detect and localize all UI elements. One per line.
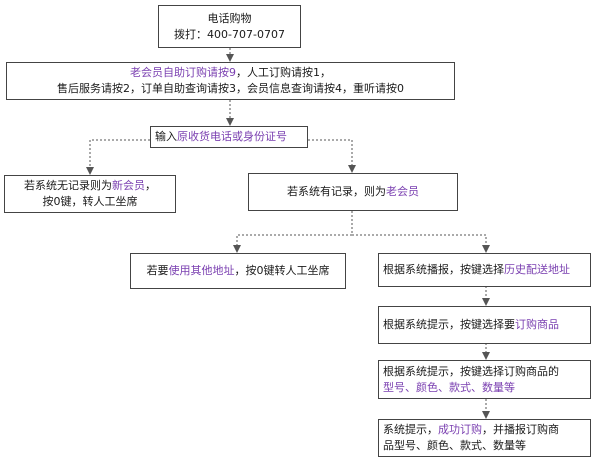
connector-input-to-has-record: [308, 139, 356, 173]
node-no-record: 若系统无记录则为新会员， 按0键，转人工坐席: [4, 175, 176, 213]
node-choose-goods: 根据系统提示，按键选择要订购商品: [378, 306, 591, 344]
connector-to-other-address: [233, 234, 352, 253]
history-address-accent: 历史配送地址: [504, 263, 570, 276]
history-address-line: 根据系统播报，按键选择历史配送地址: [383, 262, 586, 278]
menu-manual-option: ，人工订购请按1，: [236, 66, 331, 79]
connector-input-to-no-record: [86, 139, 150, 175]
node-history-address: 根据系统播报，按键选择历史配送地址: [378, 253, 591, 287]
other-address-line: 若要使用其他地址，按0键转人工坐席: [135, 263, 341, 279]
input-prefix: 输入: [155, 130, 177, 143]
choose-goods-prefix: 根据系统提示，按键选择要: [383, 318, 515, 331]
new-member-label: 新会员: [112, 179, 145, 192]
confirm-line-1: 系统提示，成功订购，并播报订购商: [383, 422, 586, 438]
node-menu: 老会员自助订购请按9，人工订购请按1， 售后服务请按2，订单自助查询请按3，会员…: [6, 62, 455, 100]
other-address-accent: 使用其他地址: [168, 264, 235, 277]
no-record-line-1: 若系统无记录则为新会员，: [9, 178, 171, 194]
confirm-line-2: 品型号、颜色、款式、数量等: [383, 439, 526, 452]
input-accent: 原收货电话或身份证号: [177, 130, 287, 143]
no-record-line-2: 按0键，转人工坐席: [42, 195, 138, 208]
old-member-label: 老会员: [386, 185, 419, 198]
connector-to-history-address: [352, 234, 490, 253]
node-choose-spec: 根据系统提示，按键选择订购商品的 型号、颜色、款式、数量等: [378, 360, 591, 399]
menu-line-2: 售后服务请按2，订单自助查询请按3，会员信息查询请按4，重听请按0: [57, 82, 404, 95]
choose-goods-accent: 订购商品: [515, 318, 559, 331]
choose-spec-line-1: 根据系统提示，按键选择订购商品的: [383, 364, 559, 378]
confirm-prefix: 系统提示，: [383, 423, 438, 436]
node-input: 输入原收货电话或身份证号: [150, 126, 308, 148]
input-line: 输入原收货电话或身份证号: [155, 129, 303, 145]
has-record-prefix: 若系统有记录，则为: [287, 185, 386, 198]
node-other-address: 若要使用其他地址，按0键转人工坐席: [130, 253, 346, 289]
choose-goods-line: 根据系统提示，按键选择要订购商品: [383, 317, 586, 333]
confirm-suffix: ，并播报订购商: [482, 423, 559, 436]
menu-line-1: 老会员自助订购请按9，人工订购请按1，: [11, 65, 450, 81]
other-address-suffix: ，按0键转人工坐席: [234, 264, 330, 277]
node-start: 电话购物 拨打：400-707-0707: [158, 5, 301, 48]
no-record-suffix: ，: [145, 179, 156, 192]
start-phone: 拨打：400-707-0707: [174, 27, 285, 41]
choose-spec-line-2: 型号、颜色、款式、数量等: [383, 380, 515, 394]
has-record-line: 若系统有记录，则为老会员: [253, 184, 453, 200]
menu-self-service-option: 老会员自助订购请按9: [130, 66, 236, 79]
no-record-prefix: 若系统无记录则为: [24, 179, 112, 192]
confirm-accent: 成功订购: [438, 423, 482, 436]
history-address-prefix: 根据系统播报，按键选择: [383, 263, 504, 276]
other-address-prefix: 若要: [146, 264, 169, 277]
node-confirm: 系统提示，成功订购，并播报订购商 品型号、颜色、款式、数量等: [378, 419, 591, 457]
start-title: 电话购物: [207, 11, 252, 25]
node-has-record: 若系统有记录，则为老会员: [248, 173, 458, 211]
